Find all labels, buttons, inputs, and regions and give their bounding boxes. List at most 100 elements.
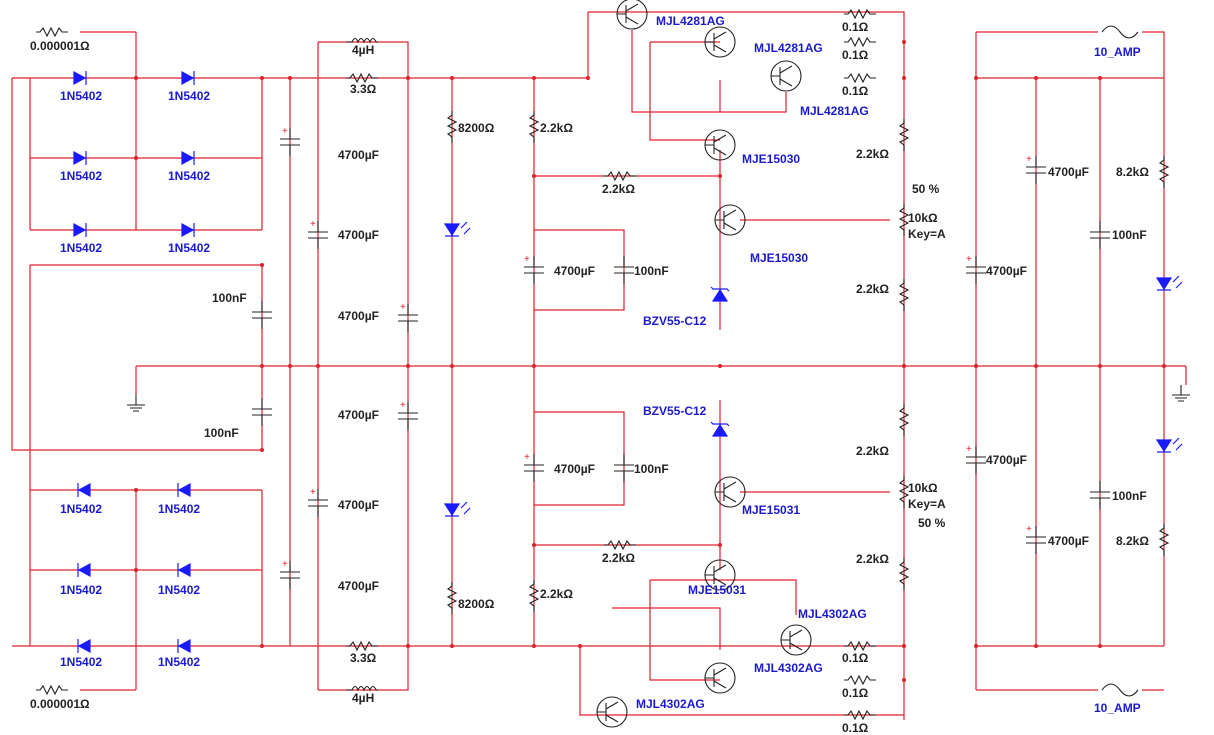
label-neg-emitter-1: 0.1Ω bbox=[842, 651, 869, 665]
label-pos-divider-bottom: 2.2kΩ bbox=[856, 282, 889, 296]
led-top-icon bbox=[444, 221, 471, 237]
svg-text:+: + bbox=[310, 487, 316, 498]
neg-pass2-icon bbox=[704, 662, 736, 694]
label-pos-pot-key: Key=A bbox=[908, 227, 946, 241]
label-diode: 1N5402 bbox=[168, 89, 210, 103]
label-led-res-bottom: 8200Ω bbox=[458, 597, 495, 611]
label-neg-pot-key: Key=A bbox=[908, 497, 946, 511]
label-cap-4700-5: 4700µF bbox=[338, 498, 379, 512]
label-cap-4700-1: 4700µF bbox=[338, 148, 379, 162]
label-out-led-res-1: 8.2kΩ bbox=[1116, 165, 1149, 179]
label-out-cap-1: 4700µF bbox=[986, 264, 1027, 278]
label-pos-bias-2: 2.2kΩ bbox=[602, 182, 635, 196]
label-pos-pass1: MJL4281AG bbox=[656, 14, 725, 28]
label-diode: 1N5402 bbox=[168, 241, 210, 255]
label-neg-bias-1: 2.2kΩ bbox=[540, 587, 573, 601]
label-pos-emitter-2: 0.1Ω bbox=[842, 48, 869, 62]
led-bottom-icon bbox=[444, 501, 471, 517]
neg-emitter-resistor-2 bbox=[843, 675, 877, 685]
svg-text:+: + bbox=[966, 444, 972, 455]
label-cap-4700-3: 4700µF bbox=[338, 309, 379, 323]
label-diode: 1N5402 bbox=[60, 169, 102, 183]
pos-pass1-icon bbox=[616, 0, 648, 30]
label-neg-cap-4700: 4700µF bbox=[554, 462, 595, 476]
label-diode: 1N5402 bbox=[60, 89, 102, 103]
label-cap-4700-6: 4700µF bbox=[338, 579, 379, 593]
label-pos-zener: BZV55-C12 bbox=[643, 314, 707, 328]
label-src-res-bottom: 0.000001Ω bbox=[30, 697, 90, 711]
neg-pass1-icon bbox=[596, 696, 628, 728]
polarity-marks: ++ ++ ++ ++ ++ ++ bbox=[282, 126, 1032, 570]
label-pos-pot-value: 10kΩ bbox=[908, 211, 938, 225]
label-pos-emitter-1: 0.1Ω bbox=[842, 20, 869, 34]
label-neg-emitter-3: 0.1Ω bbox=[842, 721, 869, 735]
label-neg-pot-value: 10kΩ bbox=[908, 481, 938, 495]
label-pos-driver2: MJE15030 bbox=[750, 251, 808, 265]
label-pos-pot-percent: 50 % bbox=[912, 182, 940, 196]
label-diode: 1N5402 bbox=[158, 583, 200, 597]
label-pos-driver1: MJE15030 bbox=[742, 152, 800, 166]
source-resistor-top bbox=[35, 27, 69, 37]
svg-text:+: + bbox=[310, 219, 316, 230]
svg-text:+: + bbox=[966, 254, 972, 265]
label-neg-zener: BZV55-C12 bbox=[643, 404, 707, 418]
label-diode: 1N5402 bbox=[60, 241, 102, 255]
label-pos-cap-100n: 100nF bbox=[634, 264, 669, 278]
label-cap-100n-1: 100nF bbox=[212, 291, 247, 305]
label-out-cap-100n-1: 100nF bbox=[1112, 228, 1147, 242]
svg-text:+: + bbox=[282, 126, 288, 137]
label-fuse-bottom: 10_AMP bbox=[1094, 701, 1141, 715]
label-out-cap-3: 4700µF bbox=[1048, 165, 1089, 179]
pos-zener-icon bbox=[710, 286, 730, 302]
label-diode: 1N5402 bbox=[158, 655, 200, 669]
label-cap-4700-4: 4700µF bbox=[338, 408, 379, 422]
label-pos-emitter-3: 0.1Ω bbox=[842, 84, 869, 98]
junction-dots bbox=[134, 40, 1166, 682]
svg-text:+: + bbox=[1026, 524, 1032, 535]
fuse-bottom-icon bbox=[1101, 683, 1139, 697]
label-inductor-bottom: 4µH bbox=[352, 691, 374, 705]
label-neg-pass3: MJL4302AG bbox=[798, 607, 867, 621]
label-fuse-top: 10_AMP bbox=[1094, 45, 1141, 59]
label-pos-pass2: MJL4281AG bbox=[754, 41, 823, 55]
fuse-top-icon bbox=[1101, 25, 1139, 39]
neg-zener-icon bbox=[710, 421, 730, 437]
label-neg-bias-2: 2.2kΩ bbox=[602, 551, 635, 565]
wiring bbox=[11, 11, 1187, 720]
component-labels: 0.000001Ω 0.000001Ω 1N5402 1N5402 1N5402… bbox=[30, 14, 1149, 735]
label-neg-driver2: MJE15031 bbox=[688, 583, 746, 597]
label-cap-100n-2: 100nF bbox=[204, 426, 239, 440]
label-neg-divider-top: 2.2kΩ bbox=[856, 444, 889, 458]
label-diode: 1N5402 bbox=[158, 502, 200, 516]
label-out-cap-4: 4700µF bbox=[1048, 534, 1089, 548]
label-pos-pass3: MJL4281AG bbox=[800, 104, 869, 118]
out-led-1-icon bbox=[1156, 275, 1183, 291]
source-resistor-bottom bbox=[35, 685, 69, 695]
label-cap-4700-2: 4700µF bbox=[338, 228, 379, 242]
svg-text:+: + bbox=[524, 254, 530, 265]
label-diode: 1N5402 bbox=[60, 502, 102, 516]
pos-emitter-resistor-3 bbox=[843, 73, 877, 83]
label-inductor-top: 4µH bbox=[352, 43, 374, 57]
filter-capacitors bbox=[251, 127, 419, 590]
label-out-cap-100n-2: 100nF bbox=[1112, 489, 1147, 503]
label-pos-cap-4700: 4700µF bbox=[554, 264, 595, 278]
svg-text:+: + bbox=[400, 302, 406, 313]
label-res-3r3-top: 3.3Ω bbox=[350, 82, 377, 96]
svg-text:+: + bbox=[524, 452, 530, 463]
label-diode: 1N5402 bbox=[60, 655, 102, 669]
label-neg-driver1: MJE15031 bbox=[742, 503, 800, 517]
label-pos-divider-top: 2.2kΩ bbox=[856, 147, 889, 161]
label-neg-divider-bottom: 2.2kΩ bbox=[856, 552, 889, 566]
label-neg-pot-percent: 50 % bbox=[918, 516, 946, 530]
svg-text:+: + bbox=[282, 559, 288, 570]
label-led-res-top: 8200Ω bbox=[458, 121, 495, 135]
label-pos-bias-1: 2.2kΩ bbox=[540, 121, 573, 135]
label-diode: 1N5402 bbox=[60, 583, 102, 597]
ground-right-icon bbox=[1171, 384, 1191, 402]
pos-emitter-resistor-1 bbox=[843, 9, 877, 19]
svg-text:+: + bbox=[400, 400, 406, 411]
label-diode: 1N5402 bbox=[168, 169, 210, 183]
out-led-2-icon bbox=[1156, 437, 1183, 453]
label-neg-pass1: MJL4302AG bbox=[636, 697, 705, 711]
